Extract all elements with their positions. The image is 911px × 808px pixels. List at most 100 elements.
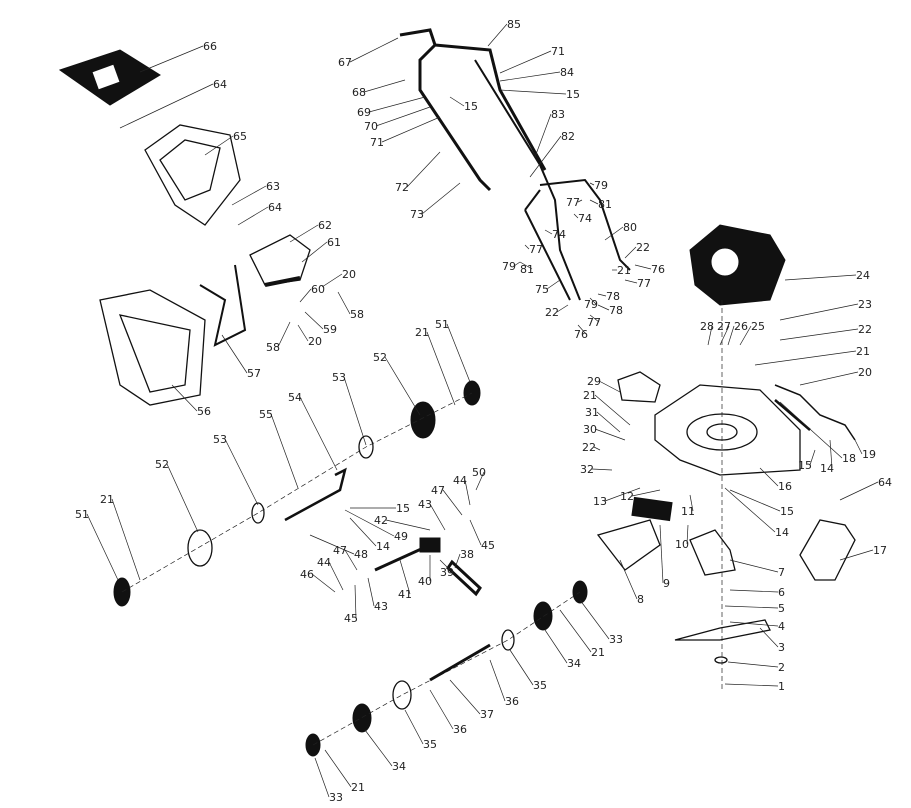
callout-leader-line xyxy=(204,135,234,156)
part-number-label: 45 xyxy=(481,539,495,552)
callout-leader-line xyxy=(839,481,879,501)
part-number-label: 74 xyxy=(552,228,566,241)
callout-leader-line xyxy=(289,224,319,243)
callout-leader-line xyxy=(513,261,521,267)
part-number-label: 76 xyxy=(574,328,588,341)
part-number-label: 80 xyxy=(623,221,637,234)
part-number-label: 2 xyxy=(778,661,785,674)
callout-leader-line xyxy=(429,503,446,531)
callout-leader-line xyxy=(349,517,377,547)
blade-adapter-housing xyxy=(689,529,736,576)
callout-leader-line xyxy=(499,50,552,74)
part-number-label: 8 xyxy=(637,593,644,606)
callout-leader-line xyxy=(309,534,355,555)
part-number-label: 28 xyxy=(700,320,714,333)
upper-handle-part xyxy=(399,28,492,192)
part-number-label: 77 xyxy=(529,243,543,256)
callout-leader-line xyxy=(363,79,406,93)
part-number-label: 21 xyxy=(617,264,631,277)
part-number-label: 20 xyxy=(858,366,872,379)
part-number-label: 24 xyxy=(856,269,870,282)
callout-leader-line xyxy=(86,513,119,581)
callout-leader-line xyxy=(519,261,533,270)
part-number-label: 27 xyxy=(717,320,731,333)
callout-leader-line xyxy=(759,467,779,487)
callout-leader-line xyxy=(729,559,779,573)
part-number-label: 58 xyxy=(266,341,280,354)
front-axle-part xyxy=(429,643,491,682)
callout-leader-line xyxy=(727,325,735,346)
part-number-label: 31 xyxy=(585,406,599,419)
callout-leader-line xyxy=(367,577,375,607)
wheel xyxy=(352,703,372,733)
part-number-label: 22 xyxy=(545,306,559,319)
part-number-label: 4 xyxy=(778,620,785,633)
callout-leader-line xyxy=(324,749,352,788)
callout-leader-line xyxy=(707,325,713,346)
part-number-label: 13 xyxy=(593,495,607,508)
blade-washer xyxy=(714,656,728,664)
callout-leader-line xyxy=(754,350,857,366)
callout-leader-line xyxy=(297,324,309,342)
grille-part xyxy=(631,496,673,522)
callout-leader-line xyxy=(597,304,610,311)
part-number-label: 46 xyxy=(300,568,314,581)
wheel-hub xyxy=(392,680,412,710)
callout-leader-line xyxy=(311,573,336,593)
gearbox-part xyxy=(419,537,441,553)
callout-leader-line xyxy=(321,273,343,288)
part-number-label: 52 xyxy=(155,458,169,471)
bag-frame-part xyxy=(199,264,247,347)
callout-leader-line xyxy=(809,449,816,466)
part-number-label: 83 xyxy=(551,108,565,121)
part-number-label: 22 xyxy=(582,441,596,454)
callout-leader-line xyxy=(469,519,482,546)
callout-leader-line xyxy=(499,71,561,82)
part-number-label: 32 xyxy=(580,463,594,476)
blade-part xyxy=(674,619,771,641)
callout-leader-line xyxy=(111,498,141,581)
callout-leader-line xyxy=(779,401,843,459)
part-number-label: 43 xyxy=(418,498,432,511)
callout-leader-line xyxy=(270,413,299,489)
part-number-label: 15 xyxy=(566,88,580,101)
part-number-label: 44 xyxy=(317,556,331,569)
part-number-label: 30 xyxy=(583,423,597,436)
part-number-label: 39 xyxy=(440,566,454,579)
callout-leader-line xyxy=(337,291,351,315)
callout-leader-line xyxy=(729,621,779,627)
part-number-label: 51 xyxy=(75,508,89,521)
part-number-label: 21 xyxy=(583,389,597,402)
callout-leader-line xyxy=(344,509,395,537)
callout-leader-line xyxy=(724,487,776,533)
callout-leader-line xyxy=(829,439,833,469)
callout-leader-line xyxy=(546,279,561,290)
part-number-label: 50 xyxy=(472,466,486,479)
callout-leader-line xyxy=(596,411,621,433)
callout-leader-line xyxy=(689,494,694,512)
part-number-label: 57 xyxy=(247,367,261,380)
part-number-label: 52 xyxy=(373,351,387,364)
part-number-label: 18 xyxy=(842,452,856,465)
callout-leader-line xyxy=(314,757,330,798)
part-number-label: 34 xyxy=(567,657,581,670)
callout-leader-line xyxy=(544,629,568,664)
callout-leader-line xyxy=(364,729,393,767)
callout-leader-line xyxy=(349,37,399,63)
callout-leader-line xyxy=(344,549,358,571)
callout-leader-line xyxy=(299,396,338,471)
part-number-label: 15 xyxy=(396,502,410,515)
wheel xyxy=(187,529,213,567)
part-number-label: 65 xyxy=(233,130,247,143)
part-number-label: 20 xyxy=(342,268,356,281)
callout-leader-line xyxy=(171,384,198,412)
part-number-label: 58 xyxy=(350,308,364,321)
callout-leader-line xyxy=(524,244,530,250)
callout-leader-line xyxy=(589,182,595,186)
callout-leader-line xyxy=(573,213,579,219)
part-number-label: 26 xyxy=(734,320,748,333)
callout-leader-line xyxy=(727,661,779,668)
callout-leader-line xyxy=(449,679,481,715)
